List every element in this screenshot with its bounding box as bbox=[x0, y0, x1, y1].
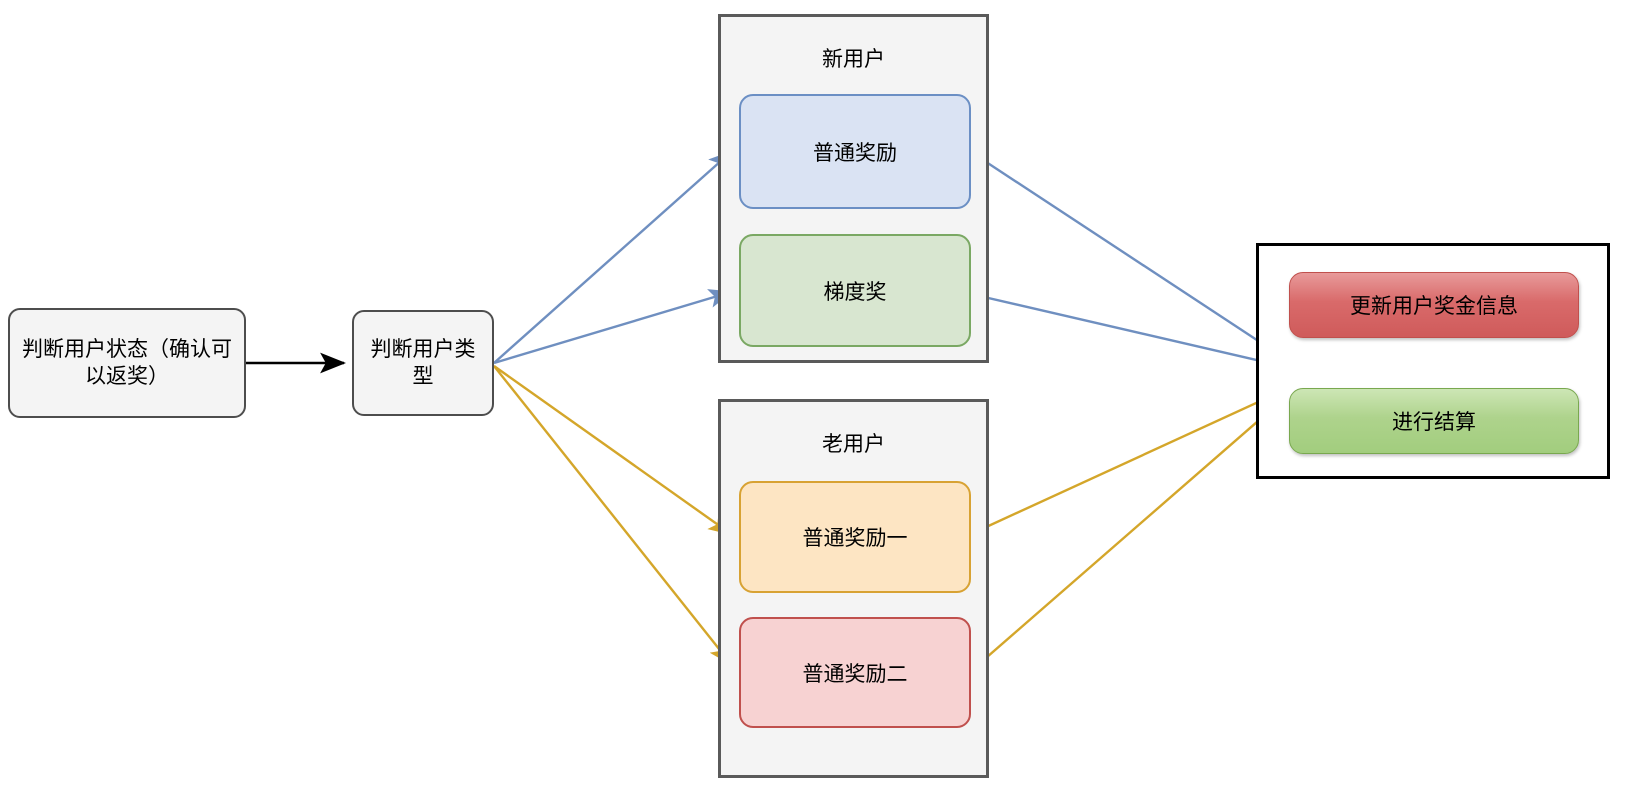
node-check-user-type-label: 判断用户类型 bbox=[370, 337, 476, 388]
node-check-user-status[interactable]: 判断用户状态（确认可以返奖） bbox=[8, 308, 246, 418]
node-old-user-normal-reward-2-label: 普通奖励二 bbox=[802, 662, 908, 686]
edge-type-to-old-normal-2 bbox=[493, 365, 733, 666]
edge-old-normal-2-to-settlement bbox=[970, 379, 1306, 672]
node-old-user-normal-reward-2[interactable]: 普通奖励二 bbox=[739, 617, 971, 728]
group-new-user-title: 新用户 bbox=[822, 48, 885, 71]
node-old-user-normal-reward-1[interactable]: 普通奖励一 bbox=[739, 481, 971, 593]
node-check-user-status-label: 判断用户状态（确认可以返奖） bbox=[22, 337, 232, 388]
node-new-user-tier-reward[interactable]: 梯度奖 bbox=[739, 234, 971, 347]
edge-type-to-new-normal bbox=[493, 150, 733, 364]
edge-new-normal-to-settlement bbox=[970, 150, 1306, 373]
node-check-user-type[interactable]: 判断用户类型 bbox=[352, 310, 494, 416]
edge-old-normal-1-to-settlement bbox=[970, 379, 1306, 536]
node-do-settlement[interactable]: 进行结算 bbox=[1289, 388, 1579, 454]
node-old-user-normal-reward-1-label: 普通奖励一 bbox=[802, 527, 908, 550]
node-update-bonus-info[interactable]: 更新用户奖金信息 bbox=[1289, 272, 1579, 338]
group-old-user-title: 老用户 bbox=[822, 433, 885, 456]
node-do-settlement-label: 进行结算 bbox=[1392, 411, 1476, 434]
node-new-user-normal-reward-label: 普通奖励 bbox=[813, 141, 897, 165]
node-new-user-normal-reward[interactable]: 普通奖励 bbox=[739, 94, 971, 209]
edge-new-tier-to-settlement bbox=[970, 292, 1306, 376]
node-new-user-tier-reward-label: 梯度奖 bbox=[823, 280, 887, 304]
edge-type-to-new-tier bbox=[493, 289, 733, 365]
node-update-bonus-info-label: 更新用户奖金信息 bbox=[1350, 295, 1518, 318]
edge-type-to-old-normal-1 bbox=[493, 365, 733, 536]
